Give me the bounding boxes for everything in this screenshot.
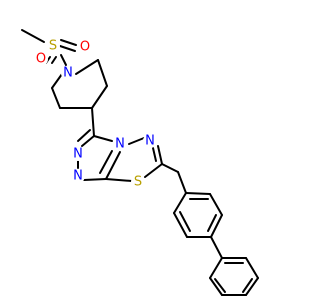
- atom-background: [71, 147, 85, 161]
- bond-layer: [21, 29, 259, 296]
- atom-s: S: [131, 175, 145, 190]
- atom-label: N: [145, 134, 155, 149]
- atom-n: N: [113, 137, 127, 152]
- bond: [97, 59, 108, 87]
- bond: [105, 178, 133, 182]
- bond: [245, 277, 259, 296]
- bond: [214, 278, 226, 293]
- bond: [91, 85, 108, 109]
- atom-n: N: [143, 134, 157, 149]
- atom-label: N: [115, 137, 125, 152]
- bond: [91, 107, 95, 137]
- atom-label: S: [49, 39, 57, 54]
- atom-o: O: [34, 52, 48, 67]
- bond: [207, 214, 217, 232]
- bond: [209, 193, 223, 216]
- bond: [152, 147, 157, 162]
- atom-background: [61, 66, 75, 80]
- bond: [105, 151, 121, 180]
- atom-label: N: [73, 147, 83, 162]
- bond: [209, 257, 223, 279]
- bond: [185, 192, 211, 195]
- bond: [128, 137, 145, 145]
- atom-label: O: [80, 40, 90, 55]
- atom-n: N: [71, 169, 85, 184]
- atom-background: [143, 134, 157, 148]
- bond: [51, 56, 57, 64]
- atom-label: S: [134, 175, 142, 190]
- bond: [177, 171, 187, 194]
- bond: [83, 178, 107, 181]
- bond: [157, 145, 163, 165]
- bond: [51, 87, 61, 109]
- bond: [144, 163, 163, 178]
- bond: [161, 163, 179, 173]
- atom-background: [34, 52, 48, 66]
- atom-background: [71, 169, 85, 183]
- bond: [242, 278, 253, 293]
- bond: [173, 212, 188, 238]
- bond: [21, 29, 45, 43]
- bond: [60, 54, 67, 66]
- bond: [99, 150, 113, 174]
- bond: [75, 59, 99, 75]
- bond: [59, 45, 76, 52]
- bond: [81, 135, 95, 147]
- bond: [210, 236, 223, 259]
- bond: [51, 73, 63, 89]
- bond: [209, 277, 223, 296]
- atom-background: [78, 40, 92, 54]
- atom-background: [113, 137, 127, 151]
- bond: [77, 129, 91, 142]
- atom-label: N: [73, 169, 83, 184]
- bond: [93, 135, 113, 142]
- bond: [245, 257, 259, 279]
- atom-o: O: [78, 40, 92, 55]
- atom-label: O: [36, 52, 46, 67]
- atom-n: N: [71, 147, 85, 162]
- atom-label: N: [63, 66, 73, 81]
- atom-s: S: [46, 39, 60, 54]
- atom-background: [46, 39, 60, 53]
- atom-background: [131, 175, 145, 189]
- bond: [60, 39, 77, 46]
- bond: [173, 192, 187, 214]
- bond: [210, 214, 223, 238]
- bond: [179, 211, 191, 232]
- atom-n: N: [61, 66, 75, 81]
